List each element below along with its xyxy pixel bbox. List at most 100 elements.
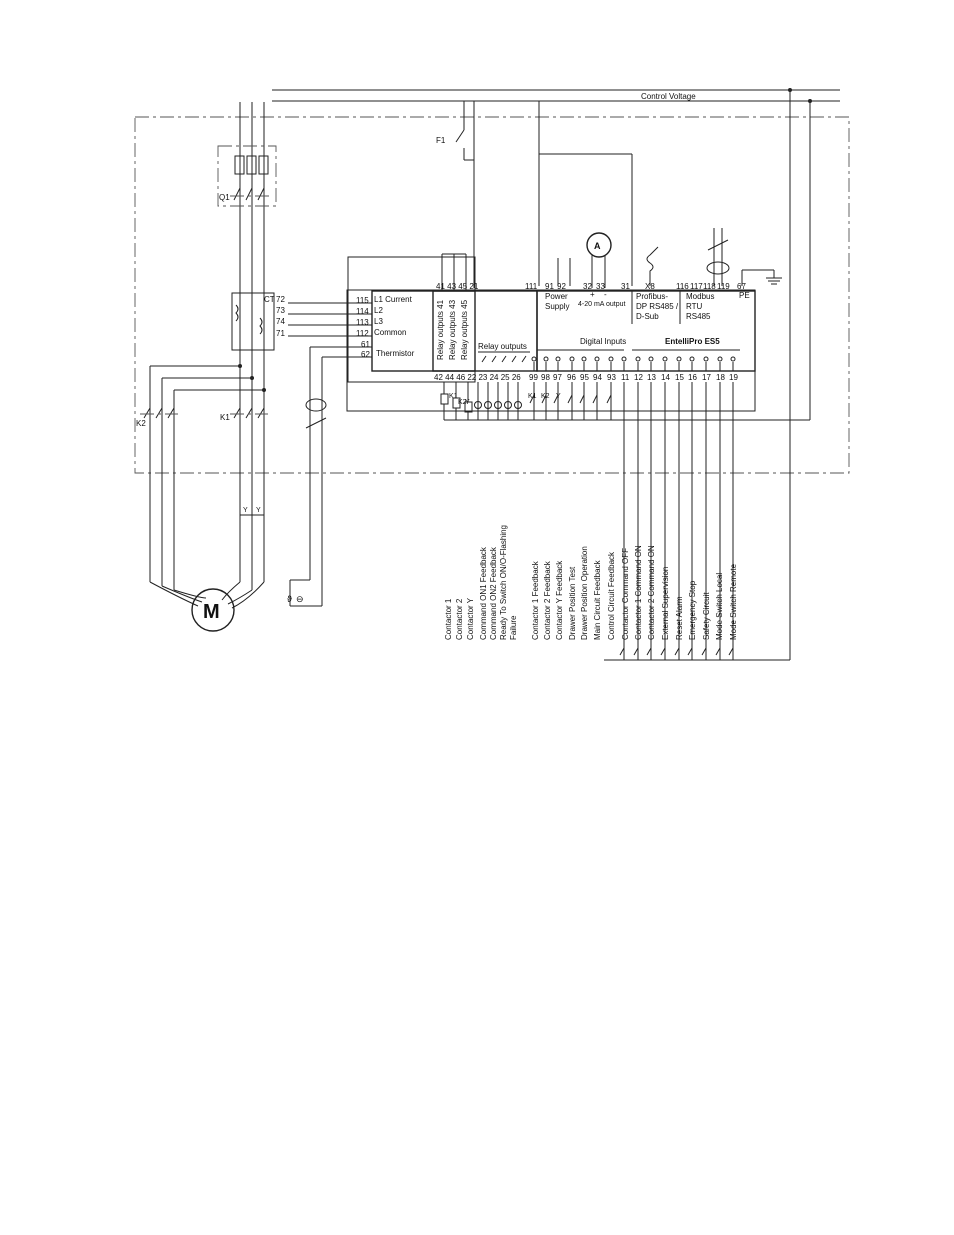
input-switch-icon: [728, 647, 734, 660]
plus-sign: +: [590, 290, 595, 299]
input-switch-icon: [715, 647, 721, 660]
input-switch-icon: [529, 394, 535, 404]
terminal-point-icon: [648, 356, 654, 362]
input-switch-icon: [619, 647, 625, 660]
k1-coil-icon: [440, 393, 449, 405]
terminal-14: 14: [661, 373, 670, 382]
terminal-point-icon: [689, 356, 695, 362]
terminal-111: 111: [525, 282, 538, 291]
output-4-20ma-label: 4-20 mA output: [578, 301, 626, 308]
three-phase-lines: [239, 102, 265, 590]
right-control-wires: [347, 88, 812, 661]
label-command-on2-feedback: Command ON2 Feedback: [489, 546, 498, 640]
terminal-62: 62: [361, 350, 370, 359]
terminal-point-icon: [703, 356, 709, 362]
ct-terminal-73: 73: [276, 306, 285, 315]
ground-icon: [741, 269, 782, 286]
input-switch-icon: [646, 647, 652, 660]
terminal-112: 112: [356, 329, 369, 338]
y-left-label: Y: [243, 507, 248, 514]
terminal-19: 19: [729, 373, 738, 382]
protection-relay-block: 115 114 113 112 61 62 L1 Current L2 L3 C…: [347, 256, 476, 383]
relay-k2-label: K2: [458, 399, 467, 406]
modbus-shield-icon: [706, 261, 730, 275]
label-external-supervision: External Supervision: [661, 567, 670, 640]
terminal-point-icon: [569, 356, 575, 362]
terminal-point-icon: [730, 356, 736, 362]
label-main-circuit-feedback: Main Circuit Feedback: [593, 559, 602, 640]
terminal-116: 116: [676, 282, 689, 291]
label-drawer-position-test: Drawer Position Test: [568, 566, 577, 640]
ammeter-label: A: [594, 241, 601, 251]
motor-circuit: K2 K1 Y Y M: [136, 364, 268, 632]
label-contactor-2-feedback: Contactor 2 Feedback: [543, 560, 552, 640]
label-contactor-y-feedback: Contactor Y Feedback: [555, 560, 564, 640]
thermistor-sensor: ϑ ⊖: [287, 398, 327, 607]
entellipro-module: 111 91 92 32 33 31 X8 116 117 118 119 67…: [346, 101, 782, 412]
terminal-67: 67: [737, 282, 746, 291]
terminal-95: 95: [580, 373, 589, 382]
k2-label: K2: [136, 419, 146, 428]
thermistor-minus-icon: ⊖: [296, 594, 304, 604]
fuse-l3-icon: [258, 155, 269, 175]
terminal-97: 97: [553, 373, 562, 382]
junction-dot: [788, 88, 792, 92]
terminal-31: 31: [621, 282, 630, 291]
terminal-point-icon: [531, 356, 537, 362]
terminal-18: 18: [716, 373, 725, 382]
terminal-16: 16: [688, 373, 697, 382]
terminal-98: 98: [541, 373, 550, 382]
terminal-13: 13: [647, 373, 656, 382]
minus-sign: -: [604, 290, 607, 299]
terminal-114: 114: [356, 307, 369, 316]
terminal-point-icon: [594, 356, 600, 362]
relay-output-41-label: Relay outputs 41: [436, 299, 445, 360]
junction-dot: [808, 99, 812, 103]
modbus-line3: RS485: [686, 312, 711, 321]
current-transformer: CT 72 73 74 71: [231, 292, 285, 351]
terminal-11: 11: [621, 373, 630, 382]
input-switch-icon: [579, 394, 585, 404]
terminal-117: 117: [690, 282, 703, 291]
terminal-point-icon: [621, 356, 627, 362]
label-drawer-position-operation: Drawer Position Operation: [580, 546, 589, 640]
terminal-point-icon: [608, 356, 614, 362]
terminal-115: 115: [356, 296, 369, 305]
label-emergency-stop: Emergency Stop: [688, 580, 697, 640]
ct-label: CT: [264, 295, 275, 304]
terminal-point-icon: [555, 356, 561, 362]
pe-label: PE: [739, 291, 750, 300]
label-failure: Failure: [509, 615, 518, 640]
k1-label: K1: [220, 413, 230, 422]
junction-dot: [238, 364, 242, 368]
label-contactor-1-feedback: Contactor 1 Feedback: [531, 560, 540, 640]
thermistor-theta-icon: ϑ: [287, 594, 292, 604]
terminal-point-icon: [581, 356, 587, 362]
y-right-label: Y: [256, 507, 261, 514]
terminal-point-icon: [717, 356, 723, 362]
label-control-circuit-feedback: Control Circuit Feedback: [607, 551, 616, 640]
relay-output-45-label: Relay outputs 45: [460, 299, 469, 360]
terminal-15: 15: [675, 373, 684, 382]
terminal-99: 99: [529, 373, 538, 382]
power-label: Power: [545, 292, 568, 301]
terminal-point-icon: [543, 356, 549, 362]
f1-breaker: F1: [436, 101, 474, 161]
terminal-33: 33: [596, 282, 605, 291]
fuse-l2-icon: [246, 155, 257, 175]
modbus-line1: Modbus: [686, 292, 714, 301]
label-contactor-command-off: Contactor Command OFF: [621, 548, 630, 640]
thermistor-shield-icon: [305, 398, 327, 412]
profibus-line2: DP RS485 /: [636, 302, 679, 311]
profibus-line3: D-Sub: [636, 312, 659, 321]
terminal-point-icon: [676, 356, 682, 362]
label-reset-alarm: Reset Alarm: [675, 596, 684, 640]
terminal-32: 32: [583, 282, 592, 291]
terminal-point-icon: [635, 356, 641, 362]
input-switch-icon: [592, 394, 598, 404]
profibus-connector-icon: [646, 246, 659, 286]
control-input-labels: Control Circuit Feedback Contactor Comma…: [607, 545, 738, 640]
terminal-94: 94: [593, 373, 602, 382]
terminal-92: 92: [557, 282, 566, 291]
